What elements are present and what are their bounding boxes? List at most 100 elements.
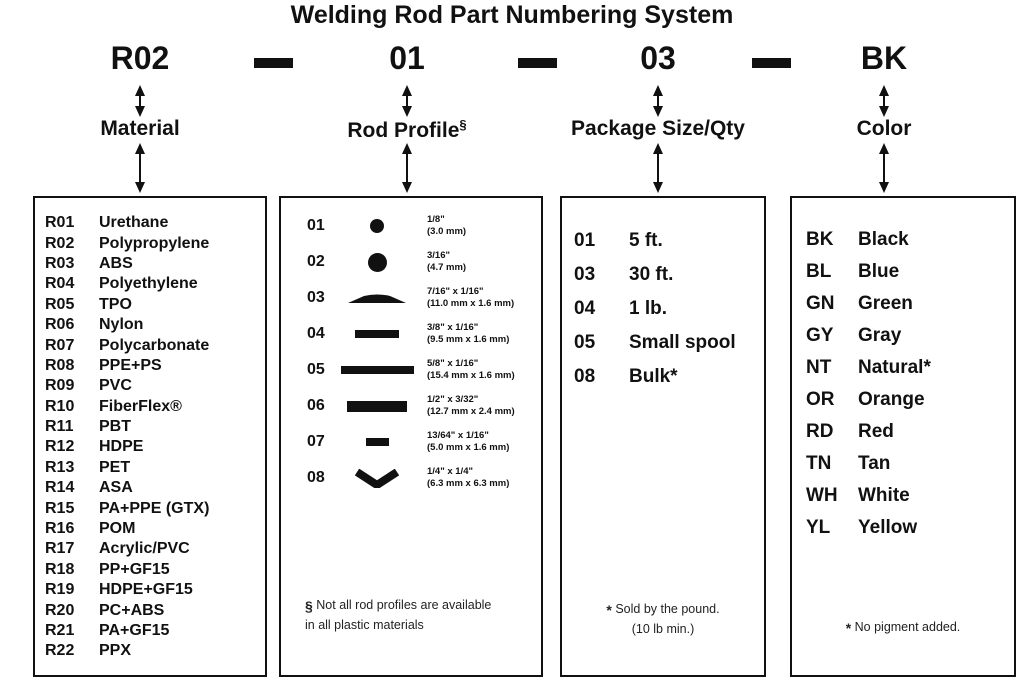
rod-profile-size-inches: 1/2" x 3/32" xyxy=(427,394,479,405)
part-code-package: 03 xyxy=(640,40,676,76)
material-code: R05 xyxy=(45,295,75,313)
material-row: R20 PC+ABS xyxy=(45,600,265,620)
double-arrow-icon xyxy=(400,143,414,193)
material-code: R04 xyxy=(45,275,75,293)
rod-profile-row: 05 5/8" x 1/16" (15.4 mm x 1.6 mm) xyxy=(281,352,541,388)
material-code: R19 xyxy=(45,581,75,599)
color-footnote: * No pigment added. xyxy=(792,616,1014,637)
double-arrow-icon xyxy=(651,143,665,193)
rod-profile-size-mm: (15.4 mm x 1.6 mm) xyxy=(427,370,515,381)
color-code: YL xyxy=(806,517,831,538)
material-row: R01 Urethane xyxy=(45,213,265,233)
rod-profile-shape-icon xyxy=(337,468,417,488)
rod-profile-code: 02 xyxy=(307,253,325,270)
material-row: R10 FiberFlex® xyxy=(45,397,265,417)
package-list: 01 5 ft. 03 30 ft. 04 1 lb. 05 Small spo… xyxy=(562,198,764,394)
dash-separator-icon xyxy=(254,58,293,68)
color-code: RD xyxy=(806,421,834,442)
color-name: Black xyxy=(858,229,909,250)
material-code: R18 xyxy=(45,560,75,578)
rod-profile-shape-icon xyxy=(337,293,417,304)
rod-profile-code: 05 xyxy=(307,361,325,378)
double-arrow-icon xyxy=(133,143,147,193)
material-name: HDPE+GF15 xyxy=(99,581,193,599)
rod-profile-row: 08 1/4" x 1/4" (6.3 mm x 6.3 mm) xyxy=(281,460,541,496)
material-name: Nylon xyxy=(99,316,144,334)
color-name: Tan xyxy=(858,453,891,474)
rod-profile-size-mm: (4.7 mm) xyxy=(427,262,467,273)
rod-profile-size: 13/64" x 1/16" (5.0 mm x 1.6 mm) xyxy=(427,430,509,454)
footnote-line: * Sold by the pound. xyxy=(562,598,764,619)
material-code: R09 xyxy=(45,377,75,395)
rod-profile-shape-icon xyxy=(337,400,417,412)
footnote-line: in all plastic materials xyxy=(305,618,424,632)
color-row: BK Black xyxy=(806,224,1014,256)
material-code: R22 xyxy=(45,642,75,660)
rod-profile-list: 01 1/8" (3.0 mm) 02 3/16" (4.7 mm) xyxy=(281,198,541,496)
part-code-profile: 01 xyxy=(389,40,425,76)
material-code: R06 xyxy=(45,316,75,334)
rod-profile-size-inches: 1/4" x 1/4" xyxy=(427,466,473,477)
package-code: 05 xyxy=(574,332,596,353)
material-row: R16 POM xyxy=(45,519,265,539)
double-arrow-icon xyxy=(400,85,414,117)
color-list: BK Black BL Blue GN Green GY Gray xyxy=(792,198,1014,544)
material-name: Acrylic/PVC xyxy=(99,540,190,558)
material-row: R03 ABS xyxy=(45,254,265,274)
asterisk-mark: * xyxy=(845,620,852,636)
color-name: Gray xyxy=(858,325,902,346)
rod-profile-row: 04 3/8" x 1/16" (9.5 mm x 1.6 mm) xyxy=(281,316,541,352)
material-code: R12 xyxy=(45,438,75,456)
package-value: Bulk* xyxy=(629,366,678,387)
rod-profile-size-mm: (11.0 mm x 1.6 mm) xyxy=(427,298,515,309)
color-row: GN Green xyxy=(806,288,1014,320)
rod-profile-shape-icon xyxy=(337,252,417,272)
rod-profile-size-inches: 3/16" xyxy=(427,250,450,261)
color-row: NT Natural* xyxy=(806,352,1014,384)
material-row: R07 Polycarbonate xyxy=(45,335,265,355)
material-row: R13 PET xyxy=(45,458,265,478)
package-row: 01 5 ft. xyxy=(574,224,764,258)
color-name: Yellow xyxy=(858,517,918,538)
rod-profile-size-inches: 13/64" x 1/16" xyxy=(427,430,489,441)
material-code: R11 xyxy=(45,418,74,436)
rod-profile-size-mm: (5.0 mm x 1.6 mm) xyxy=(427,442,510,453)
material-name: PPX xyxy=(99,642,132,660)
dash-separator-icon xyxy=(518,58,557,68)
material-row: R15 PA+PPE (GTX) xyxy=(45,498,265,518)
material-row: R02 Polypropylene xyxy=(45,233,265,253)
column-label-rod-profile: Rod Profile§ xyxy=(347,117,466,143)
rod-profile-code: 07 xyxy=(307,433,325,450)
material-row: R17 Acrylic/PVC xyxy=(45,539,265,559)
material-row: R19 HDPE+GF15 xyxy=(45,580,265,600)
rod-profile-size: 1/4" x 1/4" (6.3 mm x 6.3 mm) xyxy=(427,466,509,490)
rod-profile-size: 3/16" (4.7 mm) xyxy=(427,250,466,274)
rod-profile-size-mm: (6.3 mm x 6.3 mm) xyxy=(427,478,510,489)
material-name: FiberFlex® xyxy=(99,397,182,415)
rod-profile-code: 03 xyxy=(307,289,325,306)
material-row: R04 Polyethylene xyxy=(45,274,265,294)
package-box: 01 5 ft. 03 30 ft. 04 1 lb. 05 Small spo… xyxy=(560,196,766,677)
color-name: Red xyxy=(858,421,894,442)
material-code: R10 xyxy=(45,397,75,415)
rod-profile-shape-icon xyxy=(337,330,417,338)
material-code: R03 xyxy=(45,254,75,272)
material-name: PP+GF15 xyxy=(99,560,170,578)
material-name: HDPE xyxy=(99,438,144,456)
rod-profile-shape-icon xyxy=(337,438,417,446)
color-box: BK Black BL Blue GN Green GY Gray xyxy=(790,196,1016,677)
material-name: Polycarbonate xyxy=(99,336,210,354)
package-footnote: * Sold by the pound. (10 lb min.) xyxy=(562,598,764,639)
material-name: PBT xyxy=(99,418,131,436)
rod-profile-size: 1/8" (3.0 mm) xyxy=(427,214,466,238)
section-mark: § xyxy=(459,117,467,132)
material-row: R08 PPE+PS xyxy=(45,356,265,376)
material-row: R22 PPX xyxy=(45,641,265,661)
package-row: 08 Bulk* xyxy=(574,360,764,394)
material-code: R13 xyxy=(45,458,75,476)
footnote-line: Not all rod profiles are available xyxy=(316,598,492,612)
material-name: PET xyxy=(99,458,131,476)
color-name: Orange xyxy=(858,389,925,410)
material-code: R02 xyxy=(45,234,75,252)
